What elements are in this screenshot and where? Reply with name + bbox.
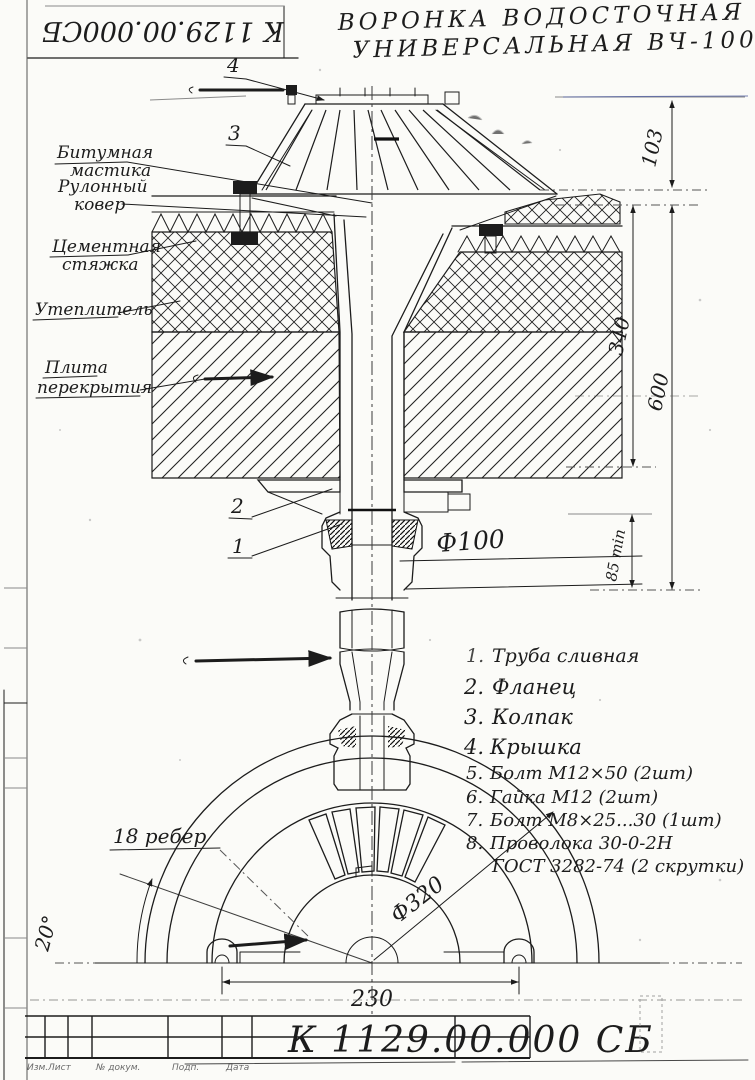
plan-dia-320: Ф320	[386, 872, 449, 929]
parts-item-num: 7.	[466, 810, 483, 831]
stamp-placeholder-box	[639, 995, 663, 1053]
callout-3: 3	[228, 121, 241, 145]
parts-item-name: Колпак	[491, 705, 573, 729]
callout-4: 4	[226, 53, 240, 77]
parts-list: 1. Труба сливная 2. Фланец 3. Колпак 4. …	[463, 645, 744, 877]
label-slab-2: перекрытия	[37, 378, 152, 398]
scan-noise	[59, 68, 722, 942]
drawing-title: ВОРОНКА ВОДОСТОЧНАЯ УНИВЕРСАЛЬНАЯ ВЧ-100	[336, 0, 755, 64]
parts-item-name: ГОСТ 3282-74 (2 скрутки)	[491, 856, 744, 877]
tb-col-podp: Подп.	[172, 1063, 199, 1073]
part-callouts: 4 3 2 1	[223, 53, 343, 559]
pipe-segment	[339, 608, 405, 652]
parts-item-num: 4.	[463, 735, 484, 759]
label-bitumen-mastic-2: мастика	[70, 161, 151, 181]
label-insulation: Утеплитель	[35, 300, 152, 320]
label-cement-screed-1: Цементная	[51, 237, 161, 257]
callout-1: 1	[232, 534, 245, 558]
cap-ribs	[265, 109, 541, 191]
parts-item-name: Болт М8×25...30 (1шт)	[489, 810, 722, 831]
label-roll-carpet-1: Рулонный	[57, 177, 148, 197]
hand-leader-marks	[149, 86, 333, 667]
parts-item-num: 5.	[466, 763, 483, 784]
funnel-and-pipe	[333, 213, 453, 601]
section-cap	[249, 85, 558, 195]
stamp-number: К 1129.00.000СБ	[42, 15, 285, 46]
label-slab-1: Плита	[44, 358, 108, 378]
tb-col-data: Дата	[225, 1063, 249, 1073]
parts-item-num: 8.	[466, 833, 483, 854]
dim-103: 103	[636, 127, 667, 169]
parts-item-num: 2.	[463, 675, 484, 699]
label-cement-screed-2: стяжка	[62, 255, 139, 275]
dim-f100: Ф100	[435, 524, 505, 558]
plan-angle: 20°	[29, 913, 62, 954]
parts-item-num: 3.	[464, 705, 484, 729]
socket-seal	[321, 511, 423, 599]
parts-item-name: Гайка М12 (2шт)	[489, 787, 658, 808]
tb-col-izm: Изм.	[27, 1063, 48, 1073]
tb-col-dokum: № докум.	[95, 1063, 140, 1073]
parts-item-name: Труба сливная	[492, 645, 639, 667]
tb-doc-number: К 1129.00.000 СБ	[287, 1020, 654, 1061]
dim-85min: 85 min	[602, 528, 629, 583]
title-block: Изм. Лист № докум. Подп. Дата К 1129.00.…	[25, 995, 749, 1073]
pipe-reducer	[339, 648, 405, 711]
pipe-bell	[329, 713, 415, 791]
dim-600: 600	[642, 370, 673, 413]
rim-bolt-left	[231, 181, 258, 245]
plan-ribs-note: 18 ребер	[113, 824, 206, 848]
material-labels: Битумная мастика Рулонный ковер Цементна…	[32, 143, 373, 399]
top-stamp-box: К 1129.00.000СБ	[27, 5, 299, 59]
sheet-frame	[3, 0, 28, 1080]
callout-2: 2	[230, 494, 244, 518]
rib-fan	[308, 806, 446, 883]
mount-lug-right	[503, 938, 535, 964]
parts-item-num: 6.	[466, 787, 483, 808]
title-block-grid	[25, 1015, 531, 1059]
parts-item-name: Болт М12×50 (2шт)	[489, 763, 693, 784]
tb-col-list: Лист	[47, 1063, 72, 1073]
label-roll-carpet-2: ковер	[74, 195, 125, 215]
parts-item-num: 1.	[466, 645, 484, 667]
label-bitumen-mastic-1: Битумная	[56, 143, 153, 163]
roof-layers-right	[402, 193, 623, 479]
parts-item-name: Проволока 30-0-2Н	[489, 833, 673, 854]
parts-item-name: Крышка	[489, 735, 582, 759]
section-dimensions: 103 340 600 85 min Ф100	[399, 95, 749, 591]
mount-lug-left	[206, 938, 238, 964]
roof-layers-left	[151, 195, 341, 479]
rim-bolt-right	[479, 224, 503, 254]
parts-item-name: Фланец	[492, 675, 576, 699]
flange	[256, 479, 471, 515]
